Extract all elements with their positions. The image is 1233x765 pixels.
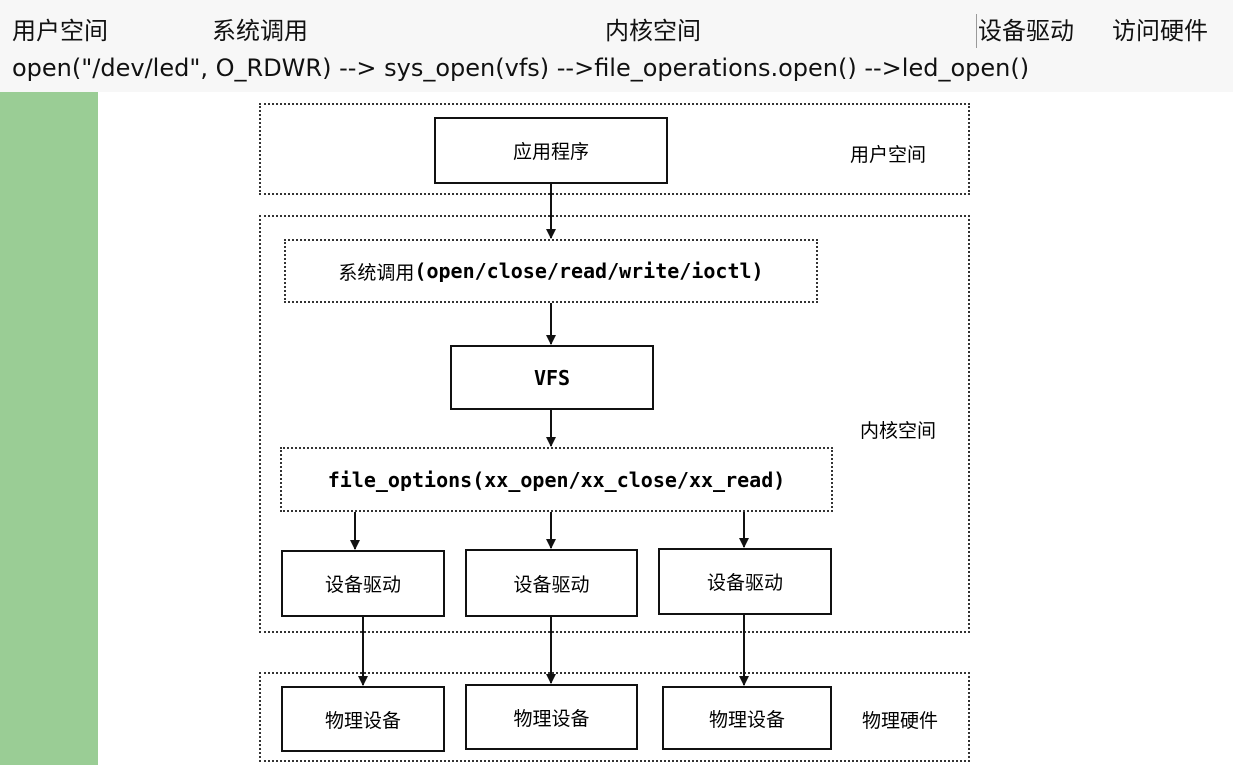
driver-label-1: 设备驱动 xyxy=(324,574,401,596)
text-cursor xyxy=(976,14,977,48)
user-space-label: 用户空间 xyxy=(850,144,927,166)
header-label-user-space: 用户空间 xyxy=(12,17,108,45)
hardware-region xyxy=(259,672,970,762)
file-options-label: file_options(xx_open/xx_close/xx_read) xyxy=(327,467,786,492)
device-label-1: 物理设备 xyxy=(324,709,401,732)
kernel-space-label: 内核空间 xyxy=(860,420,937,442)
header-label-access-hardware: 访问硬件 xyxy=(1112,17,1208,45)
driver-box-2: 设备驱动 xyxy=(465,549,638,617)
kernel-space-region xyxy=(259,215,970,633)
file-options-box: file_options(xx_open/xx_close/xx_read) xyxy=(280,447,833,512)
driver-box-1: 设备驱动 xyxy=(281,550,445,617)
header-label-syscall: 系统调用 xyxy=(212,17,308,45)
driver-label-3: 设备驱动 xyxy=(706,572,783,594)
vfs-box: VFS xyxy=(450,345,654,410)
left-green-bar xyxy=(0,92,98,765)
device-box-1: 物理设备 xyxy=(281,686,445,752)
header-bar: 用户空间 系统调用 内核空间 设备驱动 访问硬件 open("/dev/led"… xyxy=(0,0,1233,92)
driver-label-2: 设备驱动 xyxy=(513,573,590,596)
user-space-region xyxy=(259,103,970,195)
header-label-device-driver: 设备驱动 xyxy=(978,17,1074,45)
syscall-box: 系统调用(open/close/read/write/ioctl) xyxy=(284,239,818,303)
syscall-prefix: 系统调用 xyxy=(338,261,415,284)
app-label: 应用程序 xyxy=(512,141,589,163)
device-box-2: 物理设备 xyxy=(465,684,638,750)
app-box: 应用程序 xyxy=(434,117,668,184)
hardware-label: 物理硬件 xyxy=(862,710,939,732)
header-call-flow: open("/dev/led", O_RDWR) --> sys_open(vf… xyxy=(12,54,1030,82)
vfs-label: VFS xyxy=(533,365,571,390)
device-label-2: 物理设备 xyxy=(513,707,590,730)
device-label-3: 物理设备 xyxy=(708,708,785,731)
syscall-functions: (open/close/read/write/ioctl) xyxy=(414,259,764,283)
driver-box-3: 设备驱动 xyxy=(658,548,832,615)
device-box-3: 物理设备 xyxy=(662,686,832,750)
header-label-kernel-space: 内核空间 xyxy=(605,17,701,45)
